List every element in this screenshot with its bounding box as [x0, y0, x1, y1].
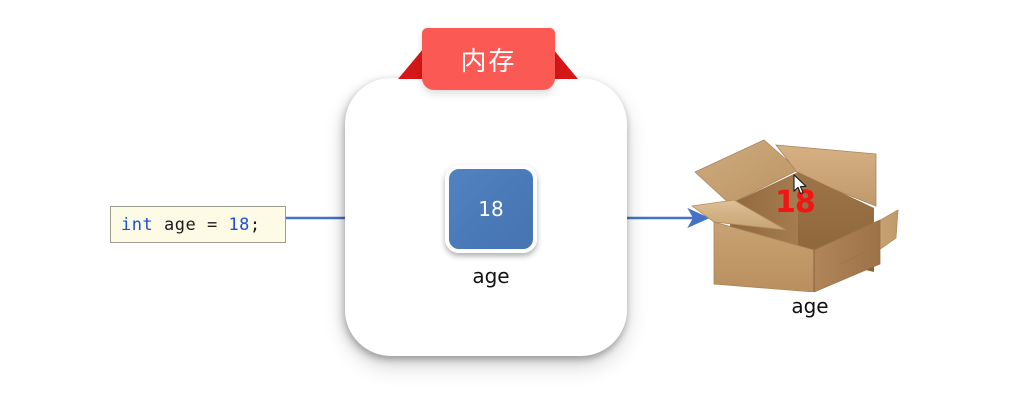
mouse-cursor-icon: [793, 174, 807, 195]
variable-box-label: age: [472, 264, 510, 288]
carton-front-face: [713, 221, 815, 292]
memory-banner-label: 内存: [460, 46, 517, 77]
memory-banner-plate: 内存: [422, 28, 555, 90]
variable-box: 18: [445, 165, 537, 253]
code-identifier: age: [163, 214, 197, 235]
memory-banner: 内存: [398, 28, 578, 90]
variable-box-value: 18: [478, 197, 504, 221]
code-operator: =: [206, 214, 218, 235]
carton-box-label: age: [791, 294, 829, 318]
carton-box-value: 18: [775, 185, 816, 220]
code-keyword: int: [121, 214, 154, 235]
code-space-3: [218, 215, 229, 235]
carton-seam: [839, 251, 867, 265]
code-space-1: [153, 215, 164, 235]
code-space-2: [196, 215, 207, 235]
carton-box: [690, 132, 902, 292]
code-snippet-box: int age = 18;: [110, 206, 286, 243]
carton-flap-front-left: [690, 199, 787, 231]
code-value: 18: [228, 214, 250, 235]
code-terminator: ;: [249, 214, 261, 235]
carton-flap-back-right: [775, 144, 877, 207]
